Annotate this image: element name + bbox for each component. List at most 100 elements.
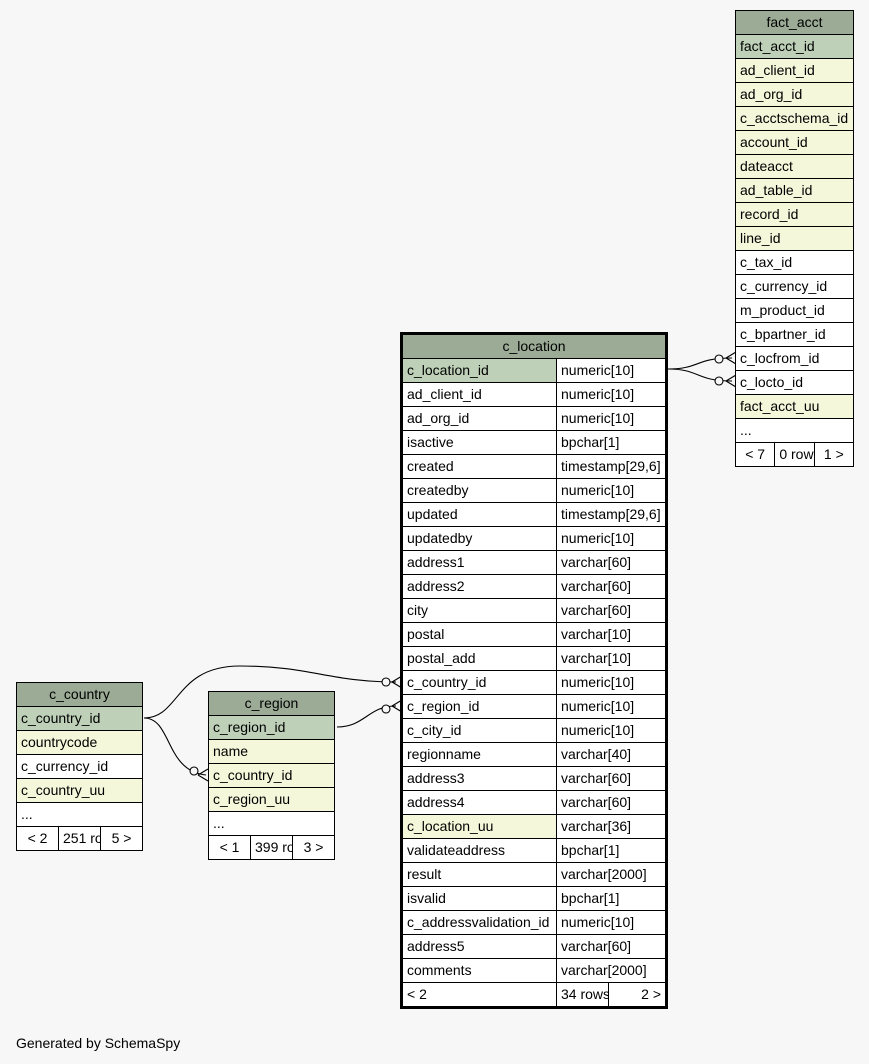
column-row[interactable]: c_currency_id	[735, 274, 854, 299]
column-name[interactable]: ...	[208, 811, 335, 836]
column-row[interactable]: ad_client_id	[735, 58, 854, 83]
column-name[interactable]: c_locfrom_id	[735, 346, 854, 371]
column-name[interactable]: c_city_id	[402, 718, 557, 743]
column-row[interactable]: name	[208, 739, 335, 764]
column-row[interactable]: ...	[735, 418, 854, 443]
column-name[interactable]: c_bpartner_id	[735, 322, 854, 347]
column-name[interactable]: comments	[402, 958, 557, 983]
column-name[interactable]: c_currency_id	[16, 754, 143, 779]
parents-link[interactable]: < 2	[16, 826, 59, 851]
children-link[interactable]: 5 >	[100, 826, 143, 851]
column-name[interactable]: c_country_id	[402, 670, 557, 695]
column-name[interactable]: updatedby	[402, 526, 557, 551]
column-name[interactable]: c_acctschema_id	[735, 106, 854, 131]
column-name[interactable]: ad_table_id	[735, 178, 854, 203]
column-name[interactable]: address4	[402, 790, 557, 815]
column-name[interactable]: ...	[16, 802, 143, 827]
table-title[interactable]: c_location	[402, 334, 666, 359]
column-name[interactable]: result	[402, 862, 557, 887]
column-row[interactable]: m_product_id	[735, 298, 854, 323]
column-name[interactable]: postal_add	[402, 646, 557, 671]
column-name[interactable]: isactive	[402, 430, 557, 455]
column-name[interactable]: created	[402, 454, 557, 479]
column-row[interactable]: ad_table_id	[735, 178, 854, 203]
column-row[interactable]: c_tax_id	[735, 250, 854, 275]
column-row[interactable]: c_region_uu	[208, 787, 335, 812]
column-name[interactable]: ad_org_id	[402, 406, 557, 431]
children-link[interactable]: 3 >	[292, 835, 335, 860]
column-name[interactable]: c_region_uu	[208, 787, 335, 812]
parents-link[interactable]: < 1	[208, 835, 251, 860]
column-name[interactable]: address1	[402, 550, 557, 575]
table-title[interactable]: c_region	[208, 691, 335, 716]
column-row[interactable]: countrycode	[16, 730, 143, 755]
column-name[interactable]: c_country_uu	[16, 778, 143, 803]
column-row[interactable]: line_id	[735, 226, 854, 251]
column-name[interactable]: c_location_id	[402, 358, 557, 383]
column-row[interactable]: c_country_uu	[16, 778, 143, 803]
column-name[interactable]: c_locto_id	[735, 370, 854, 395]
column-name[interactable]: address5	[402, 934, 557, 959]
column-row[interactable]: record_id	[735, 202, 854, 227]
column-name[interactable]: c_country_id	[208, 763, 335, 788]
column-name[interactable]: account_id	[735, 130, 854, 155]
column-name[interactable]: c_tax_id	[735, 250, 854, 275]
children-link[interactable]: 2 >	[608, 982, 666, 1007]
parents-link[interactable]: < 7	[734, 442, 776, 467]
table-title[interactable]: fact_acct	[735, 10, 854, 35]
column-name[interactable]: c_region_id	[402, 694, 557, 719]
column-name[interactable]: dateacct	[735, 154, 854, 179]
table-title[interactable]: c_country	[16, 682, 143, 707]
column-name[interactable]: ad_client_id	[735, 58, 854, 83]
column-name[interactable]: isvalid	[402, 886, 557, 911]
column-row[interactable]: dateacct	[735, 154, 854, 179]
children-link[interactable]: 1 >	[813, 442, 855, 467]
column-row[interactable]: c_locto_id	[735, 370, 854, 395]
column-name[interactable]: c_region_id	[208, 715, 335, 740]
column-name[interactable]: countrycode	[16, 730, 143, 755]
column-name[interactable]: line_id	[735, 226, 854, 251]
column-row[interactable]: ...	[16, 802, 143, 827]
column-row[interactable]: account_id	[735, 130, 854, 155]
column-name[interactable]: ad_client_id	[402, 382, 557, 407]
column-name[interactable]: address2	[402, 574, 557, 599]
column-name[interactable]: regionname	[402, 742, 557, 767]
column-row[interactable]: ad_org_id	[735, 82, 854, 107]
column-row[interactable]: c_country_id	[16, 706, 143, 731]
column-name[interactable]: address3	[402, 766, 557, 791]
column-name[interactable]: ad_org_id	[735, 82, 854, 107]
column-name[interactable]: m_product_id	[735, 298, 854, 323]
column-name[interactable]: record_id	[735, 202, 854, 227]
column-name[interactable]: validateaddress	[402, 838, 557, 863]
column-name[interactable]: fact_acct_uu	[735, 394, 854, 419]
column-name[interactable]: c_location_uu	[402, 814, 557, 839]
column-name[interactable]: name	[208, 739, 335, 764]
column-row[interactable]: fact_acct_id	[735, 34, 854, 59]
column-row[interactable]: c_currency_id	[16, 754, 143, 779]
column-row[interactable]: c_acctschema_id	[735, 106, 854, 131]
